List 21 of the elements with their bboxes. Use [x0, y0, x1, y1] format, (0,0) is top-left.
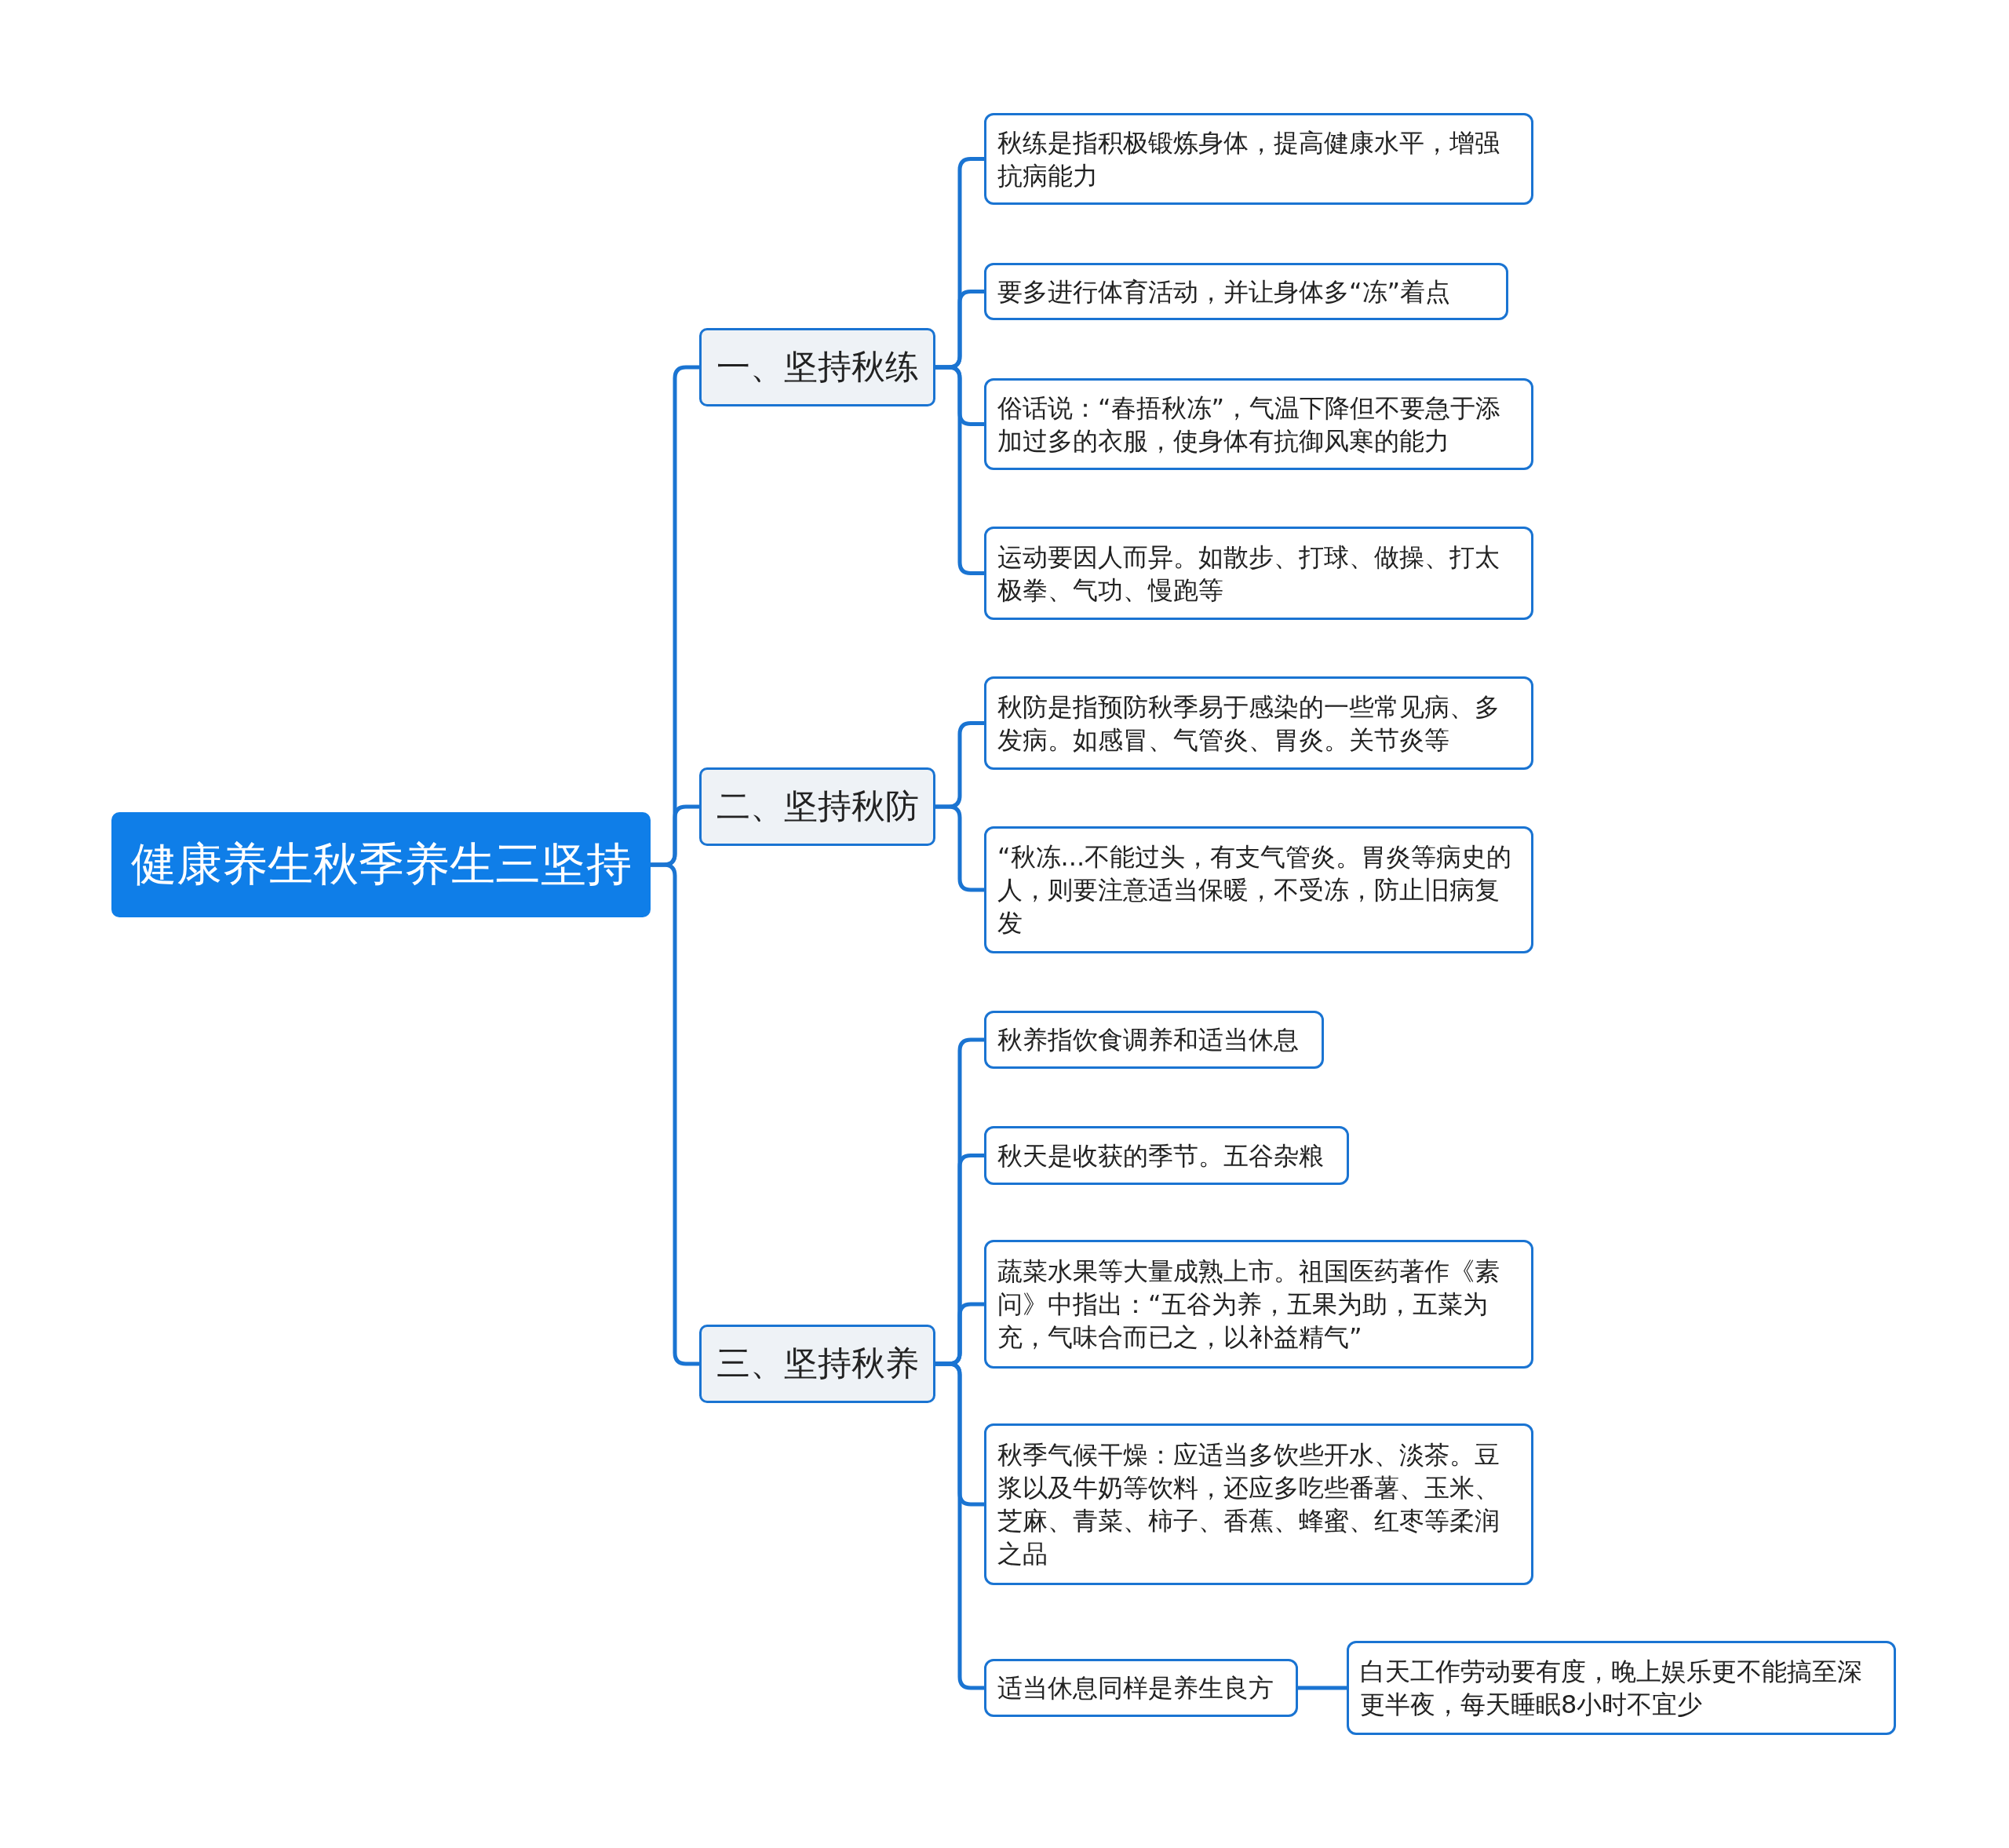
connector: [935, 365, 984, 575]
note-box: “秋冻...不能过头，有支气管炎。胃炎等病史的人，则要注意适当保暖，不受冻，防止旧病复发: [984, 826, 1533, 953]
note-box: 秋季气候干燥：应适当多饮些开水、淡茶。豆浆以及牛奶等饮料，还应多吃些番薯、玉米、芝麻、青菜、柿子、香蕉、蜂蜜、红枣等柔润之品: [984, 1423, 1533, 1585]
note-box: 秋天是收获的季节。五谷杂粮: [984, 1126, 1349, 1185]
note-box: 秋练是指积极锻炼身体，提高健康水平，增强抗病能力: [984, 113, 1533, 205]
root-topic: 健康养生秋季养生三坚持: [111, 812, 651, 917]
note-box: 秋养指饮食调养和适当休息: [984, 1011, 1324, 1069]
note-box: 白天工作劳动要有度，晚上娱乐更不能搞至深更半夜，每天睡眠8小时不宜少: [1347, 1641, 1896, 1735]
topic-box: 二、坚持秋防: [699, 767, 935, 846]
topic-box: 三、坚持秋养: [699, 1325, 935, 1403]
connector: [935, 1361, 984, 1690]
note-box: 要多进行体育活动，并让身体多“冻”着点: [984, 263, 1508, 320]
note-box: 秋防是指预防秋季易于感染的一些常见病、多发病。如感冒、气管炎、胃炎。关节炎等: [984, 676, 1533, 770]
topic-box: 一、坚持秋练: [699, 328, 935, 406]
note-box: 适当休息同样是养生良方: [984, 1659, 1298, 1717]
note-box: 运动要因人而异。如散步、打球、做操、打太极拳、气功、慢跑等: [984, 527, 1533, 620]
note-box: 俗话说：“春捂秋冻”，气温下降但不要急于添加过多的衣服，使身体有抗御风寒的能力: [984, 378, 1533, 470]
connector: [1298, 1686, 1347, 1690]
connector: [651, 862, 699, 1366]
connector: [935, 804, 984, 892]
note-box: 蔬菜水果等大量成熟上市。祖国医药著作《素问》中指出：“五谷为养，五果为助，五菜为充，气味合而已之，以补益精气”: [984, 1240, 1533, 1369]
